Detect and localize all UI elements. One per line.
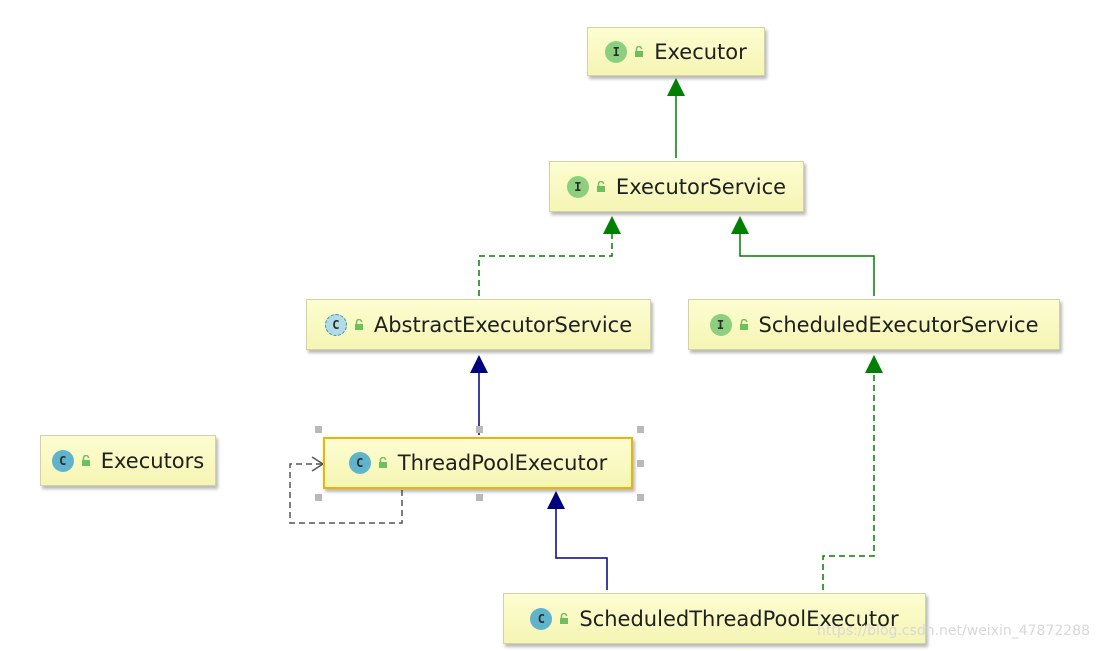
edge-executorservice-to-executor	[667, 78, 685, 158]
selection-handle-top-right[interactable]	[637, 426, 644, 433]
node-scheduled-executor-service[interactable]: I ScheduledExecutorService	[688, 299, 1060, 350]
package-lock-icon	[354, 318, 363, 330]
package-lock-icon	[635, 45, 644, 57]
package-lock-icon	[560, 612, 569, 624]
node-label: ExecutorService	[615, 174, 787, 199]
class-icon: C	[51, 449, 74, 472]
node-label: ThreadPoolExecutor	[397, 451, 608, 475]
edge-abstractexecutorservice-to-executorservice	[478, 216, 621, 296]
arrowhead	[547, 491, 565, 509]
interface-icon: I	[709, 313, 732, 336]
class-icon: C	[348, 452, 371, 474]
class-icon: C	[530, 607, 553, 630]
selection-handle-bottom-center[interactable]	[476, 494, 483, 501]
package-lock-icon	[596, 180, 605, 192]
node-executor-service[interactable]: I ExecutorService	[549, 161, 804, 212]
interface-icon: I	[566, 175, 589, 198]
watermark-text: https://blog.csdn.net/weixin_47872288	[816, 623, 1090, 639]
node-thread-pool-executor[interactable]: C ThreadPoolExecutor	[323, 437, 633, 489]
edge-threadpoolexecutor-to-abstractexecutorservice	[470, 355, 488, 435]
selection-handle-bottom-right[interactable]	[637, 494, 644, 501]
arrowhead	[731, 216, 749, 234]
node-label: Executors	[100, 448, 205, 473]
arrowhead	[470, 355, 488, 373]
node-abstract-executor-service[interactable]: C AbstractExecutorService	[306, 299, 651, 350]
arrowhead	[603, 216, 621, 234]
interface-icon: I	[605, 40, 628, 63]
edge-scheduledthreadpoolexecutor-to-threadpoolexecutor	[547, 491, 608, 590]
node-label: AbstractExecutorService	[373, 312, 633, 337]
abstract-class-icon: C	[324, 313, 347, 336]
selection-handle-middle-right[interactable]	[637, 460, 644, 467]
node-scheduled-thread-pool-executor[interactable]: C ScheduledThreadPoolExecutor	[503, 593, 926, 644]
node-label: Executor	[654, 39, 747, 64]
node-executor[interactable]: I Executor	[587, 27, 765, 76]
node-label: ScheduledExecutorService	[758, 312, 1039, 337]
arrowhead	[667, 78, 685, 96]
selection-handle-bottom-left[interactable]	[315, 494, 322, 501]
selection-handle-top-center[interactable]	[476, 426, 483, 433]
selection-handle-top-left[interactable]	[315, 426, 322, 433]
edge-scheduledthreadpoolexecutor-to-scheduledexecutorservice	[822, 355, 883, 590]
arrowhead	[865, 355, 883, 373]
package-lock-icon	[378, 457, 387, 468]
node-executors[interactable]: C Executors	[40, 435, 216, 486]
package-lock-icon	[81, 454, 90, 466]
edge-scheduledexecutorservice-to-executorservice	[731, 216, 875, 296]
package-lock-icon	[739, 318, 748, 330]
node-label: ScheduledThreadPoolExecutor	[579, 606, 899, 631]
